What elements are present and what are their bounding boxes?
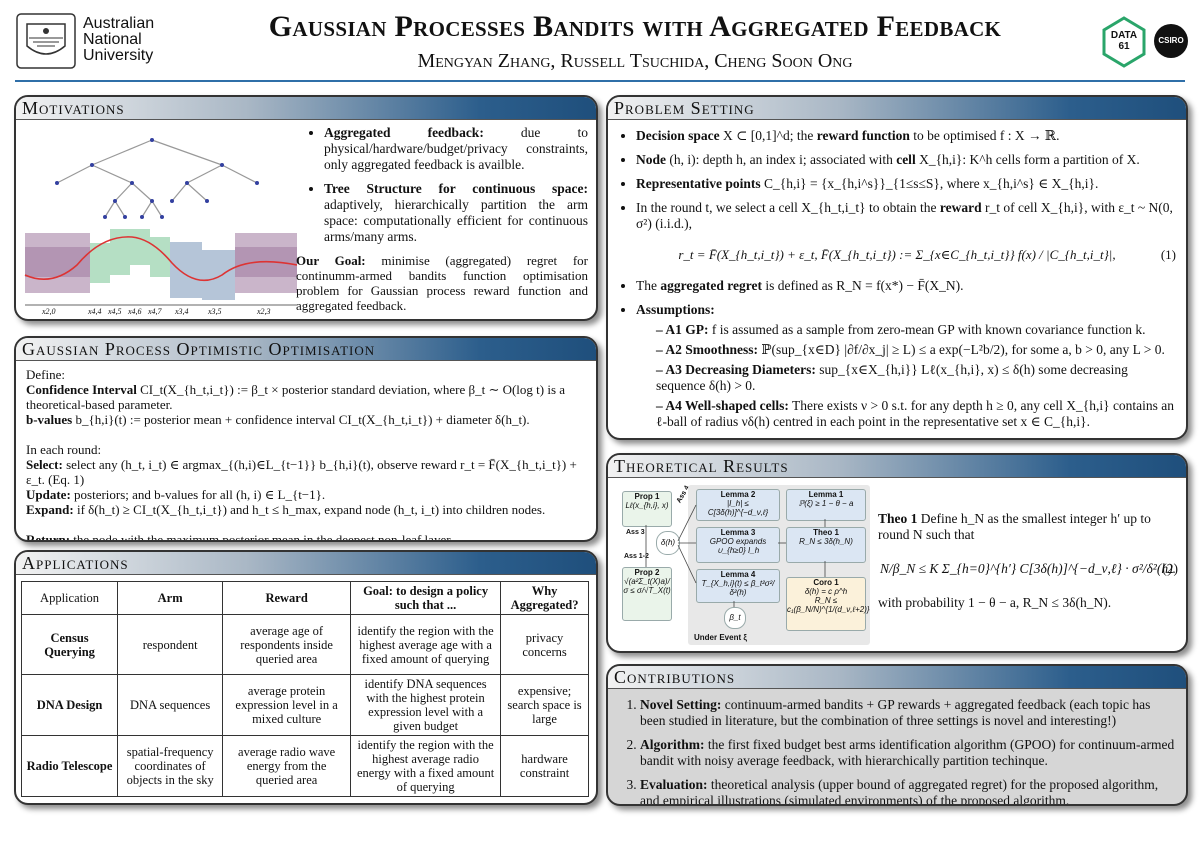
- gpoo-title: Gaussian Process Optimistic Optimisation: [16, 338, 596, 361]
- theorem-statement: Theo 1 Define h_N as the smallest intege…: [878, 511, 1151, 542]
- contribution-1: Novel Setting: continuum-armed bandits +…: [640, 697, 1176, 729]
- tree-label-4: x4,7: [147, 307, 163, 315]
- equation-1-number: (1): [1160, 247, 1176, 262]
- problem-title: Problem Setting: [608, 97, 1186, 120]
- tree-label-5: x3,4: [174, 307, 189, 315]
- gpoo-bvalues: b-values b_{h,i}(t) := posterior mean + …: [26, 412, 530, 427]
- gpoo-update: Update: posteriors; and b-values for all…: [26, 487, 326, 502]
- problem-bullet-assumptions: Assumptions: A1 GP: f is assumed as a sa…: [636, 302, 1176, 430]
- contributions-title: Contributions: [608, 666, 1186, 689]
- poster-authors: Mengyan Zhang, Russell Tsuchida, Cheng S…: [417, 50, 853, 72]
- equation-1: r_t = F̄(X_{h_t,i_t}) + ε_t, F̄(X_{h_t,i…: [618, 240, 1176, 270]
- problem-bullet-regret: The aggregated regret is defined as R_N …: [636, 278, 1176, 294]
- gpoo-define: Define:: [26, 367, 65, 382]
- prop2-box: Prop 2√(a²Σ_t(X)a)/σ ≤ σ/√T_X(t): [622, 567, 672, 621]
- problem-panel: Problem Setting Decision space X ⊂ [0,1]…: [606, 95, 1188, 440]
- contribution-2: Algorithm: the first fixed budget best a…: [640, 737, 1176, 769]
- col-goal: Goal: to design a policy such that ...: [350, 581, 502, 615]
- theorem-text: Theo 1 Define h_N as the smallest intege…: [878, 511, 1178, 611]
- motivation-bullet-1: Aggregated feedback: due to physical/har…: [324, 125, 588, 173]
- anu-crest-icon: [16, 13, 76, 69]
- theory-title: Theoretical Results: [608, 455, 1186, 478]
- motivation-bullets: Aggregated feedback: due to physical/har…: [306, 125, 588, 245]
- tree-label-7: x2,3: [256, 307, 271, 315]
- header-rule: [15, 80, 1185, 82]
- csiro-text: CSIRO: [1158, 36, 1184, 45]
- assumption-a4: A4 Well-shaped cells: There exists ν > 0…: [656, 398, 1176, 430]
- anu-line-3: University: [83, 47, 154, 64]
- col-reward: Reward: [222, 581, 352, 615]
- anu-line-2: National: [83, 31, 142, 48]
- table-row: Census Querying respondent average age o…: [20, 614, 589, 675]
- problem-bullet-round: In the round t, we select a cell X_{h_t,…: [636, 200, 1176, 232]
- goal-statement: Our Goal: minimise (aggregated) regret f…: [296, 253, 588, 313]
- anu-line-1: Australian: [83, 15, 155, 32]
- tree-label-0: x2,0: [41, 307, 56, 315]
- theorem-probability: with probability 1 − θ − a, R_N ≤ 3δ(h_N…: [878, 595, 1112, 610]
- applications-title: Applications: [16, 552, 596, 575]
- problem-bullet-points: Representative points C_{h,i} = {x_{h,i^…: [636, 176, 1176, 192]
- applications-panel: Applications Application Arm Reward Goal…: [14, 550, 598, 805]
- tree-label-2: x4,5: [107, 307, 122, 315]
- equation-2-number: (2): [1162, 561, 1178, 576]
- gpoo-expand: Expand: if δ(h_t) ≥ CI_t(X_{h_t,i_t}) an…: [26, 502, 546, 517]
- tree-figure: x2,0 x4,4 x4,5 x4,6 x4,7 x3,4 x3,5 x2,3: [24, 138, 297, 315]
- contribution-list: Novel Setting: continuum-armed bandits +…: [618, 697, 1176, 804]
- gpoo-panel: Gaussian Process Optimistic Optimisation…: [14, 336, 598, 542]
- assumption-a2: A2 Smoothness: ℙ(sup_{x∈D} |∂f/∂x_j| ≥ L…: [656, 342, 1176, 358]
- problem-bullet-decision: Decision space X ⊂ [0,1]^d; the reward f…: [636, 128, 1176, 144]
- table-header-row: Application Arm Reward Goal: to design a…: [20, 581, 589, 615]
- anu-logo: Australian National University: [15, 12, 165, 70]
- motivations-panel: Motivations x2,0: [14, 95, 598, 321]
- col-application: Application: [20, 581, 119, 615]
- table-row: Radio Telescope spatial-frequency coordi…: [20, 735, 589, 797]
- motivation-bullet-2: Tree Structure for continuous space: ada…: [324, 181, 588, 245]
- csiro-logo: CSIRO: [1154, 24, 1188, 58]
- col-arm: Arm: [117, 581, 224, 615]
- problem-bullet-node: Node (h, i): depth h, an index i; associ…: [636, 152, 1176, 168]
- under-event-label: Under Event ξ: [694, 633, 747, 642]
- gpoo-return: Return: the node with the maximum poster…: [26, 532, 451, 542]
- data61-logo: DATA 61: [1100, 16, 1148, 68]
- data61-text: DATA 61: [1110, 30, 1138, 52]
- tree-label-3: x4,6: [127, 307, 142, 315]
- poster-title: Gaussian Processes Bandits with Aggregat…: [268, 10, 1002, 43]
- lemma2-box: Lemma 2|I_h| ≤ C[3δ(h)]^{−d_ν,ℓ}: [696, 489, 780, 521]
- assumption-a1: A1 GP: f is assumed as a sample from zer…: [656, 322, 1176, 338]
- gpoo-round: In each round:: [26, 442, 102, 457]
- beta-node: β_t: [724, 607, 746, 629]
- contribution-3: Evaluation: theoretical analysis (upper …: [640, 777, 1176, 804]
- delta-node: δ(h): [656, 531, 680, 555]
- tree-label-1: x4,4: [87, 307, 102, 315]
- assumption-list: A1 GP: f is assumed as a sample from zer…: [636, 322, 1176, 430]
- contributions-panel: Contributions Novel Setting: continuum-a…: [606, 664, 1188, 806]
- assumption-a3: A3 Decreasing Diameters: sup_{x∈X_{h,i}}…: [656, 362, 1176, 394]
- ass12-label: Ass 1-2: [624, 553, 649, 560]
- equation-2: N/β_N ≤ K Σ_{h=0}^{h′} C[3δ(h)]^{−d_ν,ℓ}…: [878, 549, 1178, 589]
- gpoo-ci: Confidence Interval CI_t(X_{h_t,i_t}) :=…: [26, 382, 566, 412]
- gpoo-select: Select: select any (h_t, i_t) ∈ argmax_{…: [26, 457, 577, 487]
- ass3-label: Ass 3: [626, 529, 645, 536]
- tree-label-6: x3,5: [207, 307, 222, 315]
- motivations-title: Motivations: [16, 97, 596, 120]
- table-row: DNA Design DNA sequences average protein…: [20, 674, 589, 736]
- applications-table: Application Arm Reward Goal: to design a…: [20, 581, 589, 797]
- col-why: Why Aggregated?: [500, 581, 589, 615]
